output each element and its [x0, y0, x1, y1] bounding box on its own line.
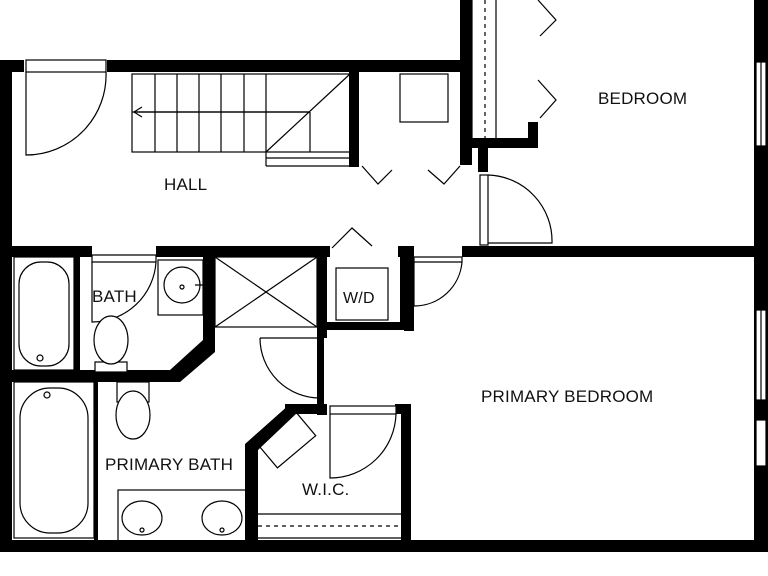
room-label-hall: HALL [164, 175, 208, 194]
wall-closet-lower [317, 330, 327, 415]
wall-wic-top [285, 404, 325, 414]
wall-bedroom-left-lower [478, 140, 488, 172]
wall-hall-closet-right [404, 246, 414, 331]
room-label-primary-bath: PRIMARY BATH [105, 455, 234, 474]
wall-hall-top-2 [107, 60, 472, 72]
wall-bedroom-bottom [462, 246, 768, 257]
wall-bath-left [74, 257, 80, 375]
room-label-bath: BATH [92, 287, 137, 306]
wall-bedroom-step-b [528, 122, 538, 148]
wall-bath-bottom [0, 370, 175, 382]
room-label-bedroom: BEDROOM [598, 89, 688, 108]
wall-hall-bottom-left [0, 246, 92, 257]
room-label-wic: W.I.C. [302, 480, 350, 499]
wall-bath-angle [170, 340, 215, 382]
wall-shower-right [317, 257, 327, 329]
wall-left [0, 60, 12, 552]
windows [755, 61, 767, 467]
wall-hall-bottom-mid [156, 246, 330, 257]
room-label-wd: W/D [343, 290, 375, 307]
walls [0, 0, 768, 552]
wall-bedroom-left-upper [460, 0, 472, 70]
wall-bedroom-step [470, 138, 536, 148]
stairs [131, 73, 351, 167]
room-label-primary-bedroom: PRIMARY BEDROOM [481, 387, 654, 406]
window-primary-2 [755, 419, 767, 467]
wall-stair-right [349, 72, 359, 167]
shower [214, 256, 318, 328]
doors [25, 0, 557, 479]
closet-rods [253, 0, 497, 539]
wall-wic-right [401, 404, 411, 546]
wall-bedroom-left-upper-b [460, 70, 472, 165]
wall-bottom [0, 540, 768, 552]
fixtures [13, 256, 249, 543]
washer-dryer [335, 267, 389, 321]
wall-bath-right [203, 257, 215, 345]
wall-pb-left-inner [94, 382, 98, 542]
wall-wic-angle [245, 404, 298, 546]
wall-wd-bottom [317, 322, 412, 330]
